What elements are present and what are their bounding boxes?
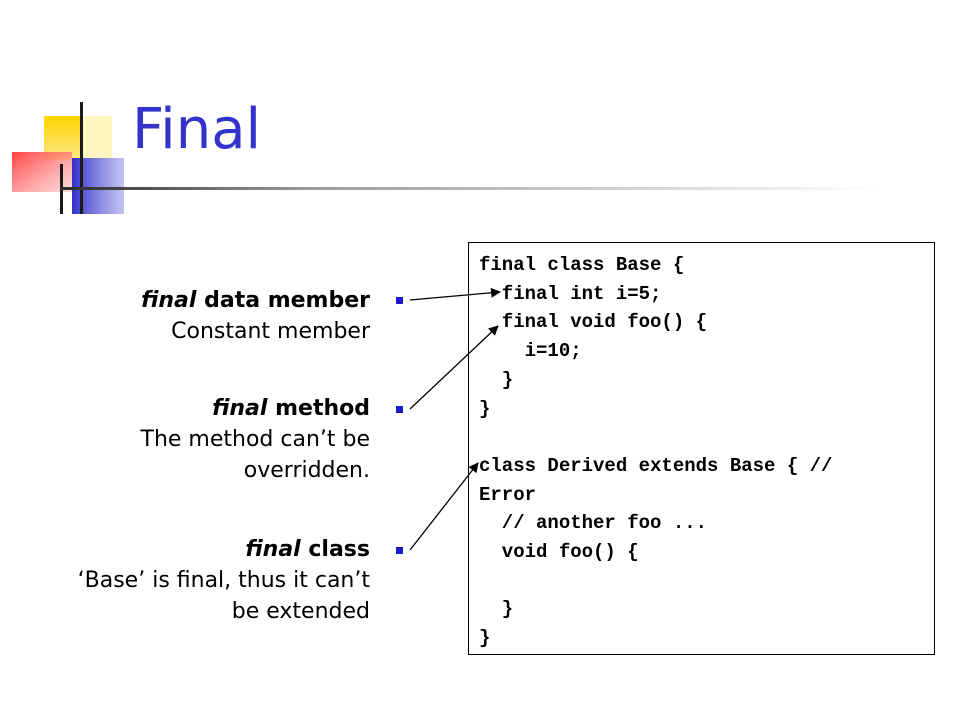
bullet-heading: final data member <box>141 288 370 313</box>
bullet-heading: final class <box>245 537 370 562</box>
bullet-marker-icon <box>396 547 403 554</box>
bullet-marker-icon <box>396 406 403 413</box>
code-listing: final class Base { final int i=5; final … <box>479 251 832 653</box>
title-underline <box>60 187 880 190</box>
code-line: Error <box>479 483 537 506</box>
bullet-final-class: final class ‘Base’ is final, thus it can… <box>78 534 370 627</box>
code-line: } <box>501 368 514 391</box>
code-line: i=10; <box>524 340 582 363</box>
bullet-description: Constant member <box>171 319 370 344</box>
bullet-heading: final method <box>212 396 370 421</box>
code-line: } <box>501 598 514 621</box>
bullet-description-line: The method can’t be <box>140 427 371 452</box>
code-line: class Derived extends Base { // <box>479 454 833 477</box>
code-line: } <box>479 627 491 650</box>
slide-title: Final <box>132 97 262 162</box>
code-line: final void foo() { <box>501 311 708 334</box>
code-box: final class Base { final int i=5; final … <box>468 242 935 655</box>
code-line: } <box>479 397 491 420</box>
code-line: final class Base { <box>479 254 685 276</box>
bullet-final-data-member: final data member Constant member <box>141 285 370 347</box>
bullet-marker-icon <box>396 297 403 304</box>
code-line: // another foo ... <box>501 512 708 535</box>
bullet-description-line: overridden. <box>243 458 370 483</box>
code-line: final int i=5; <box>501 282 662 305</box>
bullet-final-method: final method The method can’t be overrid… <box>141 393 371 486</box>
bullet-description-line: ‘Base’ is final, thus it can’t <box>77 568 370 593</box>
bullet-description-line: be extended <box>231 599 370 624</box>
code-line: void foo() { <box>501 541 639 564</box>
